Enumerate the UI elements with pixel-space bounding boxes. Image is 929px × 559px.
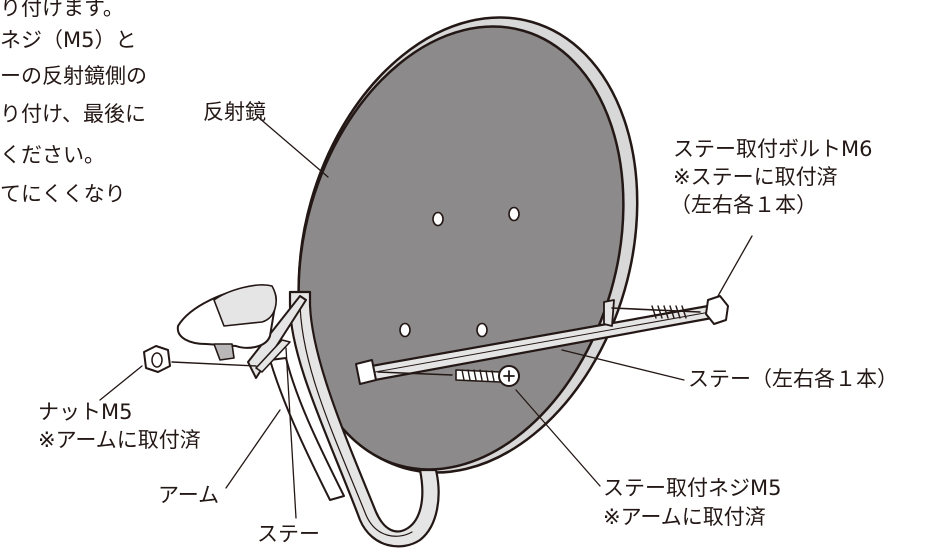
dish-face [297,25,625,471]
leader-arm [225,409,281,489]
nut-axis-line [171,361,257,367]
instruction-line-2: ネジ（M5）と [0,28,137,52]
screw-axis-line [377,371,453,376]
mount-hole-2 [508,206,520,222]
label-reflector: 反射鏡 [203,100,266,124]
mount-hole-4 [476,322,488,338]
leader-nut [99,365,143,401]
nut-hole [151,352,163,368]
leader-reflector [257,116,329,178]
leader-stay-bolt [717,235,753,297]
stay-bolt-head [705,295,729,325]
instruction-line-4: り付け、最後に [0,102,146,126]
instruction-text-fragment: り付けます。 ネジ（M5）と ーの反射鏡側の り付け、最後に ください。 てにく… [0,0,200,220]
stay-left [255,339,291,373]
instruction-line-1: り付けます。 [0,0,124,20]
label-stay-bolt-line3: （左右各１本） [670,193,817,217]
label-stay-screw-line1: ステー取付ネジM5 [603,476,782,500]
label-nut-line2: ※アームに取付済 [38,428,201,452]
label-stay-right: ステー（左右各１本） [688,367,898,391]
leader-stay-right [561,349,685,381]
label-stay-bottom: ステー [257,522,320,546]
arm [288,290,440,548]
stay-bolt-thread [651,305,687,319]
arm-ridge [299,299,413,537]
instruction-line-5: ください。 [0,143,105,167]
label-nut-line1: ナットM5 [38,400,133,424]
arm-plate [247,295,307,379]
instruction-line-6: てにくくなり [0,182,126,206]
stay-screw-thread [461,369,495,382]
label-stay-bolt-line2: ※ステーに取付済 [673,165,838,189]
label-arm: アーム [158,483,220,507]
leader-stay-screw [515,389,601,487]
stay-bolt-m6 [611,307,701,313]
stay-dish-bracket [603,299,615,327]
stay-end-bracket [355,359,377,385]
label-stay-screw-line2: ※アームに取付済 [603,505,766,529]
stay-screw-cross [503,370,515,382]
lnb-horn [213,284,277,327]
label-stay-bolt-line1: ステー取付ボルトM6 [673,137,873,161]
mount-hole-1 [432,211,444,227]
instruction-line-3: ーの反射鏡側の [0,64,147,88]
mount-hole-3 [399,322,411,338]
stay-right-edge [363,311,711,375]
lnb-connector [213,343,235,361]
leader-stay-bottom [285,347,297,519]
